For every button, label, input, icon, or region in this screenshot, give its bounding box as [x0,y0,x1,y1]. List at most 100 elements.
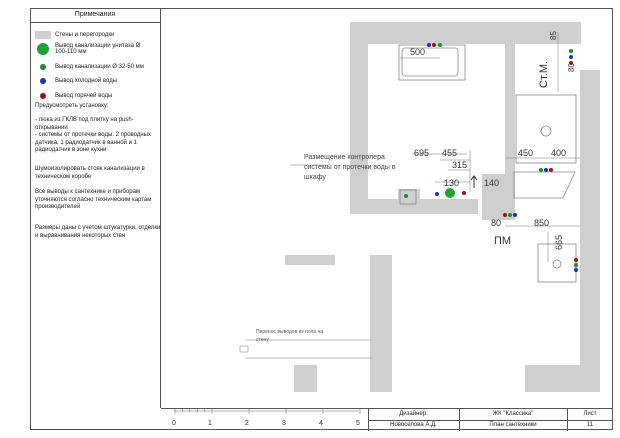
dim-400: 400 [551,148,566,158]
legend-toilet-drain-label: Вывод канализации унитаза Ø 100-110 мм [55,43,141,55]
title-block: Дизайнер: Новоселова А.Д. ЖК "Классика" … [161,408,613,431]
wall-lower-top [285,255,335,265]
dimensions-text: Размеры даны с учетом штукатурки, отделк… [35,225,161,239]
sink-hot-outlet [549,168,553,172]
washer-cold-outlet [569,55,573,59]
sheet-label: Лист [583,411,597,417]
outlets [404,43,578,272]
transfer-marker [239,345,249,353]
toilet-cold-outlet [435,192,439,196]
wall-right [580,70,600,392]
legend-walls: Стены и перегородки [35,31,114,39]
kitchen-hot-outlet [503,213,507,217]
legend-cold-label: Вывод холодной воды [55,78,118,84]
sheet-number: 11 [586,422,594,428]
kitchen-sink [513,171,576,199]
scale-tick-5: 5 [356,420,360,427]
arrow-up-icon [470,175,478,188]
legend-cold: Вывод холодной воды [35,78,117,84]
dim-315: 315 [452,160,467,170]
wall-top [350,22,581,44]
dishwasher-drain [552,259,562,269]
dimension-labels: 500 85 80 695 455 315 450 400 130 140 80… [410,31,576,250]
washbasin-cold-outlet [427,43,431,47]
legend-drain-label: Вывод канализации Ø 32-50 мм [55,64,144,70]
leak-note-line3: шкафу [304,174,326,181]
scale-tick-1: 1 [208,420,212,427]
kitchen-cold-outlet [513,213,517,217]
cold-water-dot [40,78,46,84]
scale-tick-3: 3 [282,420,286,427]
wall-kitchen-stub [482,174,505,220]
shaft-box [398,189,420,214]
leak-note-line2: системы от протечки воды в [304,164,396,171]
hot-water-dot [40,93,46,99]
notes-panel: Примечания Стены и перегородки Вывод кан… [30,8,161,408]
wall-swatch [35,31,51,39]
sink-cold-outlet [544,168,548,172]
dim-85: 85 [549,31,558,40]
notes-heading: Примечания [30,8,160,23]
install-heading: Предусмотреть установку: [35,103,109,109]
leak-controller-note: Размещение контролера системы от протечк… [304,154,396,181]
dw-hot-outlet [574,258,578,262]
dw-cold-outlet [574,268,578,272]
drain-dot [40,64,46,70]
drawing-frame [30,8,613,430]
scale-tick-2: 2 [245,420,249,427]
insulate-text: Шумоизолировать стояк канализации в техн… [35,166,145,180]
toilet-hot-outlet [462,191,466,195]
transfer-box [239,345,249,353]
scale-tick-4: 4 [319,420,323,427]
dim-665: 665 [554,235,564,250]
designer-label: Дизайнер: [399,411,428,417]
sink-drain-outlet [539,168,543,172]
install-text: - люка из ГКЛВ под плитку на push-открыв… [35,117,151,153]
shaft-inner [399,189,417,205]
washer-hot-outlet [569,61,573,65]
washbasin-fixture [398,44,466,81]
scale-tick-0: 0 [172,420,176,427]
toilet-drain-outlet [445,188,455,198]
dishwasher-label: ПМ [494,235,511,247]
washbasin-drain-outlet [438,43,442,47]
designer-name: Новоселова А.Д. [390,422,437,428]
legend-toilet-drain: Вывод канализации унитаза Ø 100-110 мм [35,43,153,55]
dimension-lines [245,32,580,359]
dim-850: 850 [534,218,549,228]
dim-80-mid: 80 [491,218,501,228]
wall-partition-mid [418,199,478,214]
washing-machine-label: Ст.М. [538,61,550,88]
wall-lower-column [370,255,392,392]
toilet-drain-dot [37,43,49,55]
dim-695: 695 [414,148,429,158]
wall-lower-right [525,365,580,392]
legend-walls-label: Стены и перегородки [55,32,115,38]
project-name: ЖК "Классика" [492,411,534,417]
dw-drain-outlet [574,263,578,267]
transfer-note: Перенос выводов из пола на стену [256,329,323,343]
shower-drain [540,125,552,137]
legend-hot: Вывод горячей воды [35,93,112,99]
wall-partition-left [350,199,402,214]
washbasin-bowl [401,47,459,77]
dim-455: 455 [442,148,457,158]
washbasin-hot-outlet [432,43,436,47]
transfer-note-line1: Перенос выводов из пола на [256,329,323,335]
dim-80-top: 80 [567,63,576,72]
dim-130: 130 [444,178,459,188]
leak-note-line1: Размещение контролера [304,154,385,161]
legend-drain: Вывод канализации Ø 32-50 мм [35,64,144,70]
shower-tray [515,94,577,164]
dim-500: 500 [410,47,425,57]
washer-drain-outlet [569,49,573,53]
kitchen-drain-outlet [508,213,512,217]
walls [285,22,600,392]
dim-450: 450 [518,148,533,158]
dim-140: 140 [484,178,499,188]
sheet-title: План сантехники [489,422,537,428]
transfer-note-line2: стену [256,337,269,343]
scale-bar: 0 1 2 3 4 5 [172,408,361,427]
wall-left-upper [350,22,368,200]
